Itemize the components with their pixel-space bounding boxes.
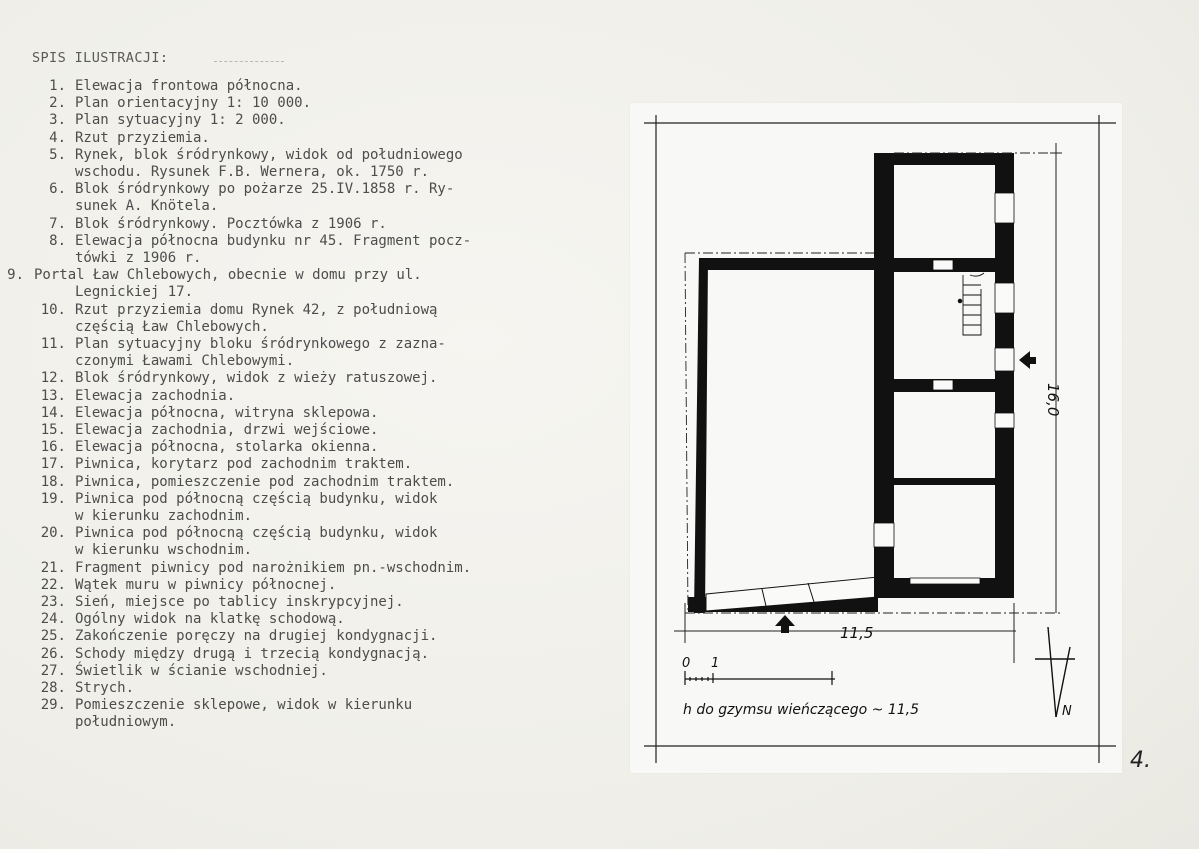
list-item-text: Wątek muru w piwnicy północnej.	[75, 576, 337, 593]
list-item-text: Piwnica pod północną częścią budynku, wi…	[75, 525, 438, 542]
list-item-number: 23.	[40, 594, 66, 610]
list-item-number: 12.	[40, 370, 66, 387]
list-item-text: Piwnica, korytarz pod zachodnim traktem.	[75, 456, 413, 473]
height-note: h do gzymsu wieńczącego ~ 11,5	[683, 702, 919, 718]
west-wing-walls	[688, 258, 879, 613]
list-item-number: 18.	[40, 473, 66, 490]
list-item-text: częścią Ław Chlebowych.	[75, 318, 269, 335]
list-item-text: Portal Ław Chlebowych, obecnie w domu pr…	[34, 267, 422, 284]
list-item-number: 11.	[40, 336, 66, 352]
list-item-number: 15.	[40, 422, 66, 438]
scale-label-0: 0	[682, 656, 690, 671]
list-item-number: 19.	[40, 490, 66, 507]
list-item-text: Pomieszczenie sklepowe, widok w kierunku	[75, 697, 413, 714]
list-item-number: 2.	[49, 95, 66, 112]
list-item-text: południowym.	[75, 714, 177, 731]
list-item-number: 21.	[40, 559, 66, 576]
list-item-number: 3.	[49, 112, 66, 129]
list-item-number: 1.	[49, 78, 66, 94]
list-item-text: Strych.	[75, 680, 135, 696]
property-lines	[684, 152, 1060, 614]
list-item-text: Ogólny widok na klatkę schodową.	[75, 611, 345, 628]
list-item-text: wschodu. Rysunek F.B. Wernera, ok. 1750 …	[75, 163, 430, 180]
list-item-text: Blok śródrynkowy. Pocztówka z 1906 r.	[75, 215, 387, 232]
list-item-text: Plan sytuacyjny bloku śródrynkowego z za…	[75, 336, 446, 352]
list-item-text: Plan orientacyjny 1: 10 000.	[75, 95, 312, 112]
list-item-text: Blok śródrynkowy, widok z wieży ratuszow…	[75, 370, 438, 387]
list-item-number: 25.	[40, 628, 66, 645]
list-item-text: Elewacja zachodnia.	[75, 387, 236, 404]
list-item-text: sunek A. Knötela.	[75, 198, 219, 215]
list-item-number: 29.	[40, 697, 66, 714]
staircase	[957, 272, 985, 336]
list-item-text: Rzut przyziemia domu Rynek 42, z południ…	[75, 301, 438, 318]
north-arrow-icon	[1035, 626, 1075, 718]
list-item-text: Elewacja północna, stolarka okienna.	[75, 439, 379, 456]
list-item-number: 27.	[40, 662, 66, 679]
scale-label-1: 1	[711, 656, 719, 671]
east-wing-walls	[874, 153, 1014, 598]
list-item-number: 8.	[49, 232, 66, 249]
heading-rule	[214, 61, 284, 62]
list-item-text: Legnickiej 17.	[75, 284, 194, 301]
list-item-text: w kierunku wschodnim.	[75, 542, 253, 559]
list-item-text: Blok śródrynkowy po pożarze 25.IV.1858 r…	[75, 181, 455, 198]
list-item-text: Świetlik w ścianie wschodniej.	[75, 662, 328, 679]
wall-openings	[873, 192, 1015, 585]
page-number: 4.	[1130, 748, 1151, 773]
list-item-text: Rzut przyziemia.	[75, 129, 210, 146]
list-item-text: Piwnica pod północną częścią budynku, wi…	[75, 490, 438, 507]
list-item-number: 6.	[49, 181, 66, 198]
floor-plan-drawing: 11,5 16,0 0 1 h do gzymsu wieńczącego ~ …	[630, 103, 1122, 773]
list-item-text: Elewacja frontowa północna.	[75, 78, 303, 94]
list-item-number: 9.	[7, 267, 24, 284]
list-item-text: czonymi Ławami Chlebowymi.	[75, 353, 295, 370]
dimension-depth: 16,0	[1044, 383, 1062, 416]
list-item-text: Plan sytuacyjny 1: 2 000.	[75, 112, 286, 129]
list-item-text: Elewacja zachodnia, drzwi wejściowe.	[75, 422, 379, 438]
dimension-width: 11,5	[840, 624, 873, 642]
list-item-text: Zakończenie poręczy na drugiej kondygnac…	[75, 628, 438, 645]
list-item-text: Fragment piwnicy pod narożnikiem pn.-wsc…	[75, 559, 472, 576]
entrance-arrow-south	[775, 615, 795, 633]
list-item-number: 22.	[40, 576, 66, 593]
list-item-number: 14.	[40, 404, 66, 421]
list-item-text: Elewacja północna, witryna sklepowa.	[75, 404, 379, 421]
list-item-number: 7.	[49, 215, 66, 232]
entrance-arrow-east	[1019, 351, 1036, 369]
list-heading: SPIS ILUSTRACJI:	[32, 50, 169, 66]
floor-plan-svg: 11,5 16,0 0 1 h do gzymsu wieńczącego ~ …	[644, 115, 1116, 763]
list-item-number: 5.	[49, 146, 66, 163]
list-item-text: tówki z 1906 r.	[75, 249, 202, 266]
list-item-number: 4.	[49, 129, 66, 146]
list-item-text: Piwnica, pomieszczenie pod zachodnim tra…	[75, 473, 455, 490]
list-item-text: Rynek, blok śródrynkowy, widok od połudn…	[75, 146, 463, 163]
dimension-lines	[674, 143, 1062, 663]
list-item-number: 24.	[40, 611, 66, 628]
list-item-number: 10.	[40, 301, 66, 318]
list-item-number: 20.	[40, 525, 66, 542]
list-item-number: 17.	[40, 456, 66, 473]
list-item-text: Schody między drugą i trzecią kondygnacj…	[75, 645, 430, 662]
list-item-number: 16.	[40, 439, 66, 456]
list-item-number: 28.	[40, 680, 66, 696]
list-item-text: Sień, miejsce po tablicy inskrypcyjnej.	[75, 594, 404, 610]
list-item-text: w kierunku zachodnim.	[75, 507, 253, 524]
list-item-text: Elewacja północna budynku nr 45. Fragmen…	[75, 232, 472, 249]
scale-bar	[684, 671, 835, 685]
list-item-number: 26.	[40, 645, 66, 662]
north-label: N	[1062, 704, 1072, 719]
list-item-number: 13.	[40, 387, 66, 404]
frame-lines	[644, 115, 1116, 763]
